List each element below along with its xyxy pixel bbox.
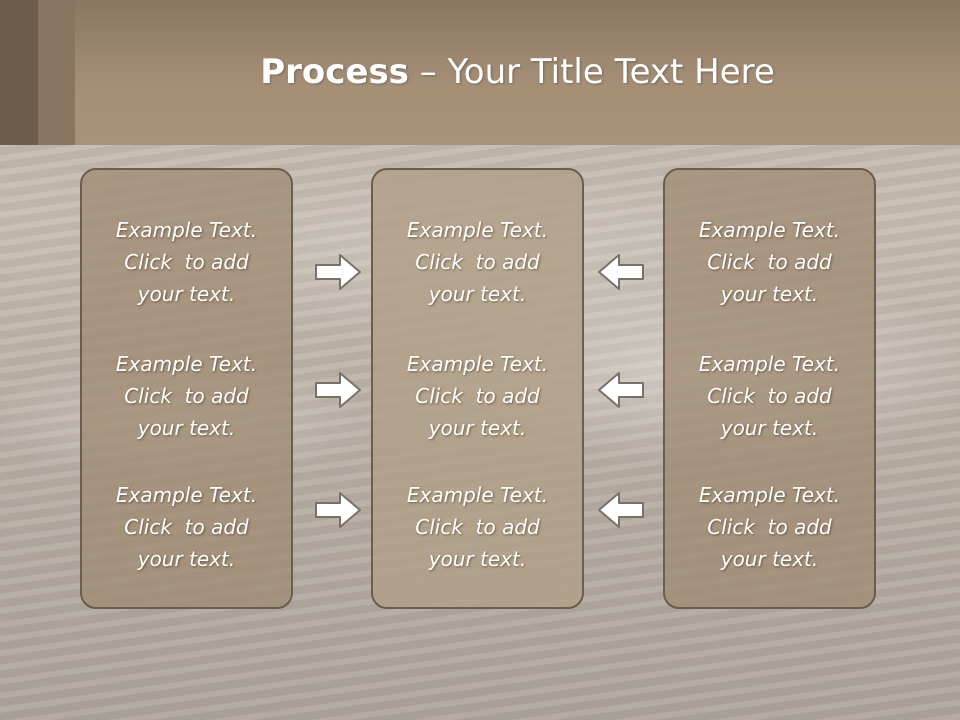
arrow-left-icon[interactable] xyxy=(597,370,645,410)
banner-stripe-dark xyxy=(0,0,38,145)
text-block[interactable]: Example Text. Click to add your text. xyxy=(373,348,582,444)
text-line: your text. xyxy=(428,282,527,306)
text-line: your text. xyxy=(137,282,236,306)
text-line: Click to add xyxy=(124,515,249,539)
text-line: your text. xyxy=(428,416,527,440)
text-line: your text. xyxy=(720,282,819,306)
text-line: Click to add xyxy=(415,250,540,274)
arrow-left-icon[interactable] xyxy=(597,490,645,530)
arrow-right-icon[interactable] xyxy=(314,490,362,530)
arrow-left-icon[interactable] xyxy=(597,252,645,292)
text-line: Example Text. xyxy=(115,352,258,376)
text-line: your text. xyxy=(428,547,527,571)
text-line: your text. xyxy=(720,547,819,571)
panel-left[interactable]: Example Text. Click to add your text. Ex… xyxy=(80,168,293,609)
text-block[interactable]: Example Text. Click to add your text. xyxy=(82,214,291,310)
text-line: Example Text. xyxy=(406,218,549,242)
text-block[interactable]: Example Text. Click to add your text. xyxy=(373,214,582,310)
text-line: Example Text. xyxy=(698,483,841,507)
text-line: your text. xyxy=(137,547,236,571)
text-block[interactable]: Example Text. Click to add your text. xyxy=(665,348,874,444)
text-block[interactable]: Example Text. Click to add your text. xyxy=(82,479,291,575)
text-block[interactable]: Example Text. Click to add your text. xyxy=(373,479,582,575)
text-line: Click to add xyxy=(124,250,249,274)
text-line: Example Text. xyxy=(698,352,841,376)
panel-right[interactable]: Example Text. Click to add your text. Ex… xyxy=(663,168,876,609)
text-line: Click to add xyxy=(707,515,832,539)
text-line: Click to add xyxy=(707,250,832,274)
title-rest: – Your Title Text Here xyxy=(408,52,775,92)
title-banner: Process – Your Title Text Here xyxy=(0,0,960,145)
arrow-right-icon[interactable] xyxy=(314,252,362,292)
text-line: Click to add xyxy=(707,384,832,408)
text-line: your text. xyxy=(137,416,236,440)
text-line: Example Text. xyxy=(406,352,549,376)
text-line: Example Text. xyxy=(698,218,841,242)
banner-stripe-mid xyxy=(38,0,75,145)
text-line: your text. xyxy=(720,416,819,440)
title-bold: Process xyxy=(260,52,409,92)
arrow-right-icon[interactable] xyxy=(314,370,362,410)
text-line: Example Text. xyxy=(406,483,549,507)
text-line: Click to add xyxy=(415,515,540,539)
text-block[interactable]: Example Text. Click to add your text. xyxy=(665,479,874,575)
text-line: Click to add xyxy=(124,384,249,408)
slide-title[interactable]: Process – Your Title Text Here xyxy=(75,52,960,92)
text-line: Click to add xyxy=(415,384,540,408)
text-block[interactable]: Example Text. Click to add your text. xyxy=(82,348,291,444)
text-line: Example Text. xyxy=(115,218,258,242)
panel-center[interactable]: Example Text. Click to add your text. Ex… xyxy=(371,168,584,609)
text-block[interactable]: Example Text. Click to add your text. xyxy=(665,214,874,310)
text-line: Example Text. xyxy=(115,483,258,507)
